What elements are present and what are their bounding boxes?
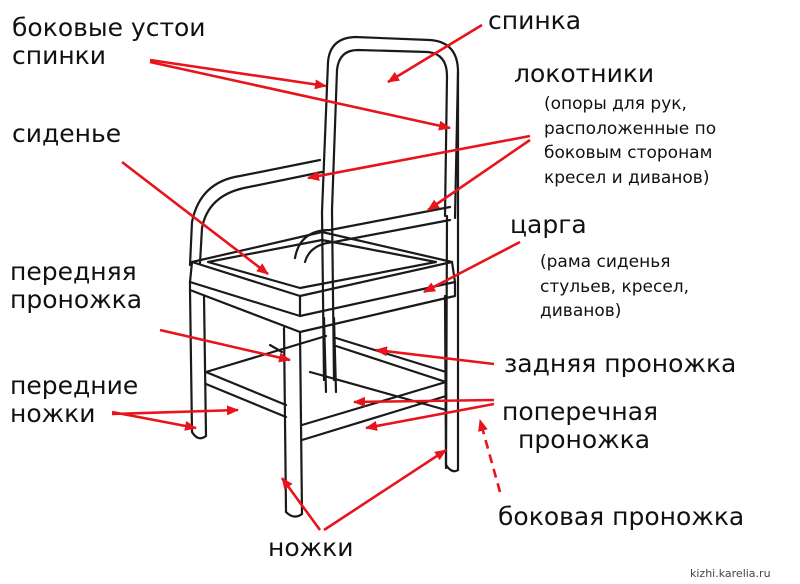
label-apron: царга <box>510 210 587 239</box>
arrow-cross-stretcher-1 <box>353 396 495 407</box>
arrow-armrest-2 <box>427 138 531 212</box>
arrow-cross-stretcher-2 <box>365 402 495 431</box>
watermark: kizhi.karelia.ru <box>690 567 771 580</box>
label-side-back-posts: боковые устои спинки <box>12 13 206 70</box>
chair-drawing <box>188 35 460 518</box>
arrow-front-stretcher <box>159 328 291 363</box>
arrow-side-stretcher <box>478 419 502 493</box>
arrow-apron <box>423 240 521 294</box>
arrow-back-stretcher <box>375 346 495 366</box>
arrow-side-posts-2 <box>149 60 451 131</box>
label-front-stretcher: передняя проножка <box>10 257 143 314</box>
label-side-stretcher: боковая проножка <box>498 502 745 531</box>
arrow-armrest-1 <box>307 134 531 181</box>
label-cross-stretcher: поперечная проножка <box>502 397 659 454</box>
label-legs: ножки <box>268 533 354 562</box>
label-armrests: локотники <box>514 59 655 88</box>
label-front-legs: передние ножки <box>10 371 139 428</box>
label-back-stretcher: задняя проножка <box>504 349 737 378</box>
arrow-side-posts-1 <box>149 58 327 90</box>
label-armrests-note: (опоры для рук, расположенные по боковым… <box>544 94 717 188</box>
label-seat: сиденье <box>12 119 122 148</box>
arrow-legs-2 <box>323 448 447 532</box>
label-back: спинка <box>488 6 582 35</box>
arrow-back <box>387 23 483 84</box>
pointer-arrows <box>111 23 531 532</box>
arrow-seat <box>121 160 269 276</box>
arrow-legs-1 <box>280 477 322 531</box>
label-apron-note: (рама сиденья стульев, кресел, диванов) <box>540 252 690 322</box>
arrow-front-legs-2 <box>111 405 239 416</box>
